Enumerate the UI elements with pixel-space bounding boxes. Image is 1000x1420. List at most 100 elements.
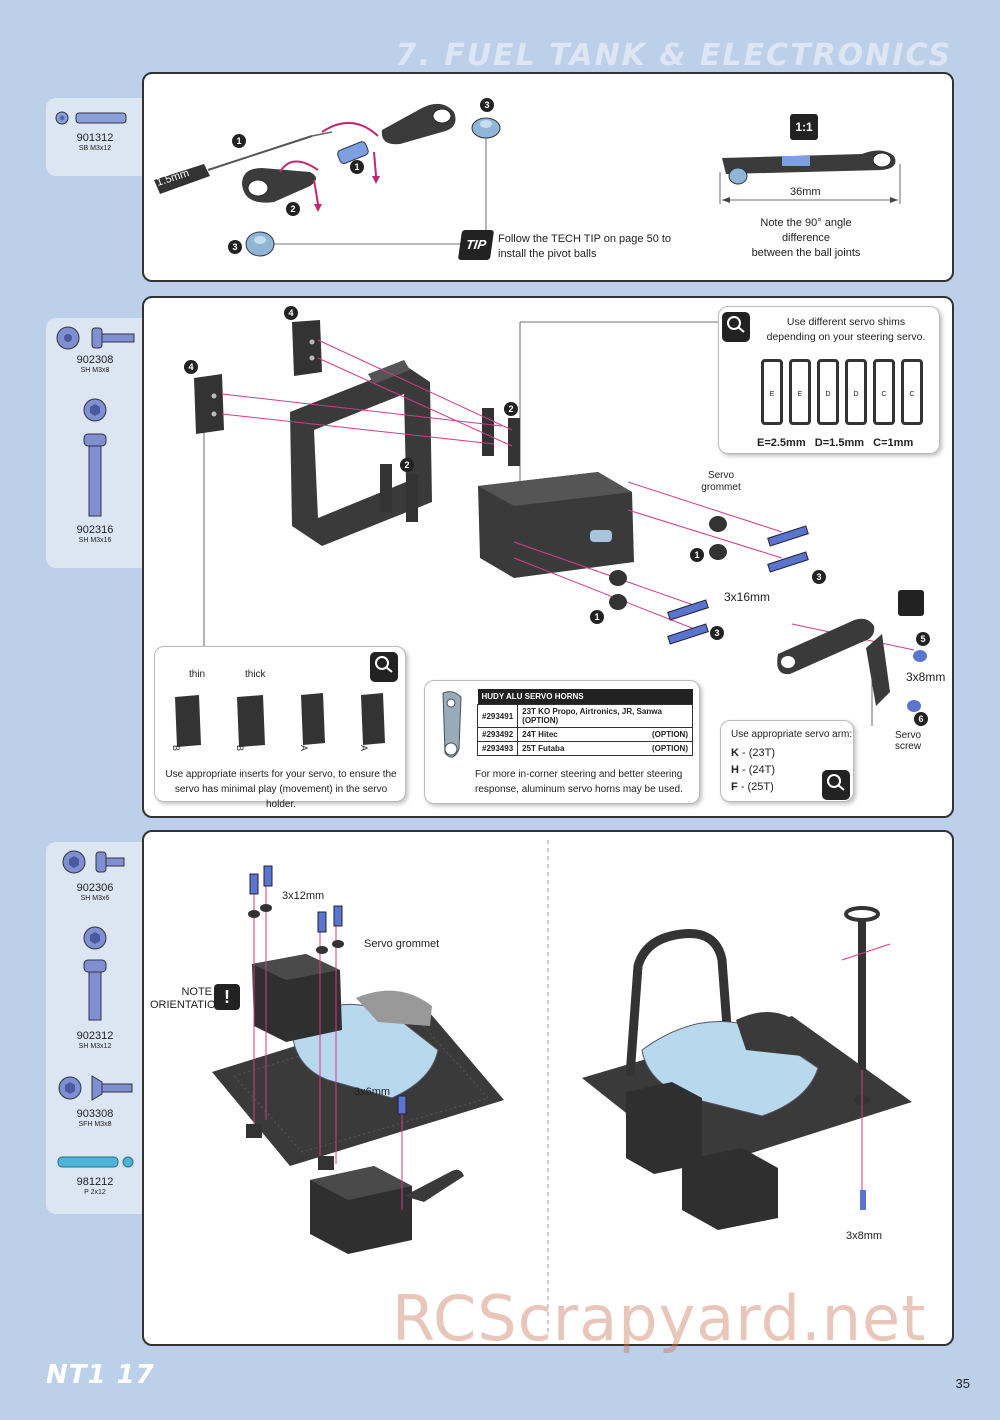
part-spec: SB M3x12 [78,145,112,152]
servo-grommet-label: Servo grommet [701,470,741,493]
step-number-1: 1 [350,160,364,174]
table-row: #293491 23T KO Propo, Airtronics, JR, Sa… [476,704,693,728]
length-dimension: 36mm [790,186,821,198]
detail-magnifier-icon [370,652,398,682]
servo-mount-screws [667,525,809,645]
step-number-2: 2 [286,202,300,216]
step-number-3: 3 [812,570,826,584]
servo-screw-label: Servo screw [894,730,922,752]
shim-item: E [761,359,783,425]
page-title: 7. FUEL TANK & ELECTRONICS [395,38,952,73]
ball-cup-left [242,168,316,203]
finished-rod-end-illustration [722,150,896,185]
detail-magnifier-icon [722,312,750,342]
steering-servo [478,472,634,578]
parts-list-1: 901312 SB M3x12 [46,98,144,176]
step-number-4: 4 [284,306,298,320]
warning-icon: ! [214,984,240,1010]
step-number-1: 1 [232,134,246,148]
screw-3x16-label: 3x16mm [724,590,771,604]
insert-variants-illustration [175,693,385,747]
pivot-ball-bottom [245,231,275,257]
parts-list-3: 902306 SH M3x6 902312 SH M3x12 903308 SF… [46,842,144,1214]
part-code: 902312 [76,1030,114,1042]
servo-arm-title: Use appropriate servo arm: [731,729,853,740]
insert-letter: A [299,744,310,752]
alu-servo-horn-illustration [442,691,462,758]
ball-cup-right [381,103,456,145]
shim-item: D [817,359,839,425]
screws-left [249,865,407,1115]
part-code: 902308 [76,354,114,366]
flat-head-screw-icon [58,1075,133,1101]
insert-letter: A [359,744,370,752]
hex-driver-illustration [154,131,333,194]
socket-head-screw-icon [56,326,135,350]
servo-insert-top [292,320,322,376]
scale-badge: 1:1 [790,114,818,140]
step-number-2: 2 [400,458,414,472]
servo-below-left [310,1166,464,1254]
servo-arm-assembly [777,618,927,712]
set-screw [337,141,369,165]
table-row: #293492 24T Hitec(OPTION) [476,727,693,742]
part-spec: SH M3x12 [78,1043,112,1050]
insert-letter: B [235,744,246,752]
tech-tip-badge: TIP [457,230,495,260]
shim-item: E [789,359,811,425]
step-number-2: 2 [504,402,518,416]
servo-arm-option: K - (23T) H - (24T) F - (25T) [731,747,776,793]
servo-mount-exploded-drawing [194,320,927,726]
step-number-1: 1 [690,548,704,562]
angle-note: Note the 90° angle difference between th… [751,217,861,259]
screw-3x8-label: 3x8mm [846,1230,883,1242]
pivot-ball-top [471,117,501,139]
part-spec: SH M3x8 [80,367,110,374]
step-number-4: 4 [184,360,198,374]
brand-logo: NT1 17 [46,1360,155,1390]
inserts-note: Use appropriate inserts for your servo, … [165,769,397,810]
parts-sidebar-1 [46,98,144,176]
thick-label: thick [245,669,266,680]
detail-magnifier-icon [822,770,850,800]
servo-installed-right [626,1082,778,1230]
scale-badge-label: 1:1 [795,120,813,134]
servo-holder-bracket [290,360,432,546]
step-number-3: 3 [228,240,242,254]
step-number-5: 5 [916,632,930,646]
table-row: #293493 25T Futaba(OPTION) [476,741,693,756]
servo-shim-detail-box: Use different servo shims depending on y… [718,306,940,454]
servo-shims-upper [482,408,520,466]
thin-label: thin [189,669,206,680]
tech-tip-text: Follow the TECH TIP on page 50 to instal… [498,233,672,260]
servo-horns-table: HUDY ALU SERVO HORNS #293491 23T KO Prop… [476,689,693,756]
tech-tip-badge-label: TIP [464,237,488,252]
servo-grommets [609,516,727,610]
table-header: HUDY ALU SERVO HORNS [477,689,693,705]
step-number-6: 6 [914,712,928,726]
step-number-3: 3 [710,626,724,640]
part-code: 902316 [76,524,114,536]
servo-inserts-detail-box: thin thick B B A A Use appropriate inser… [154,646,406,810]
watermark: RCScrapyard.net [392,1282,927,1355]
part-code: 901312 [76,132,114,144]
insert-letter: B [171,744,182,752]
chassis-install-drawings [212,840,912,1336]
shim-note: Use different servo shims depending on y… [766,316,926,343]
servo-insert-left [194,374,224,434]
horns-note: For more in-corner steering and better s… [475,769,683,795]
roll-bar-right [625,929,733,1077]
part-spec: SH M3x16 [78,537,112,544]
parts-list-2: 902308 SH M3x8 902316 SH M3x16 [46,318,144,568]
step-number-1: 1 [590,610,604,624]
part-spec: P 2x12 [84,1189,106,1196]
ball-joint-assembly-drawing [154,103,901,257]
shim-item: C [901,359,923,425]
shim-sizes: E=2.5mm D=1.5mm C=1mm [757,437,914,449]
part-code: 902306 [76,882,114,894]
alu-servo-horns-box: HUDY ALU SERVO HORNS #293491 23T KO Prop… [424,680,700,804]
note-orientation: NOTE ORIENTATION [150,986,224,1011]
servo-grommet-label: Servo grommet [364,938,440,950]
shim-sprue: E E D D C C [761,359,925,429]
ball-screw-icon [55,111,127,125]
